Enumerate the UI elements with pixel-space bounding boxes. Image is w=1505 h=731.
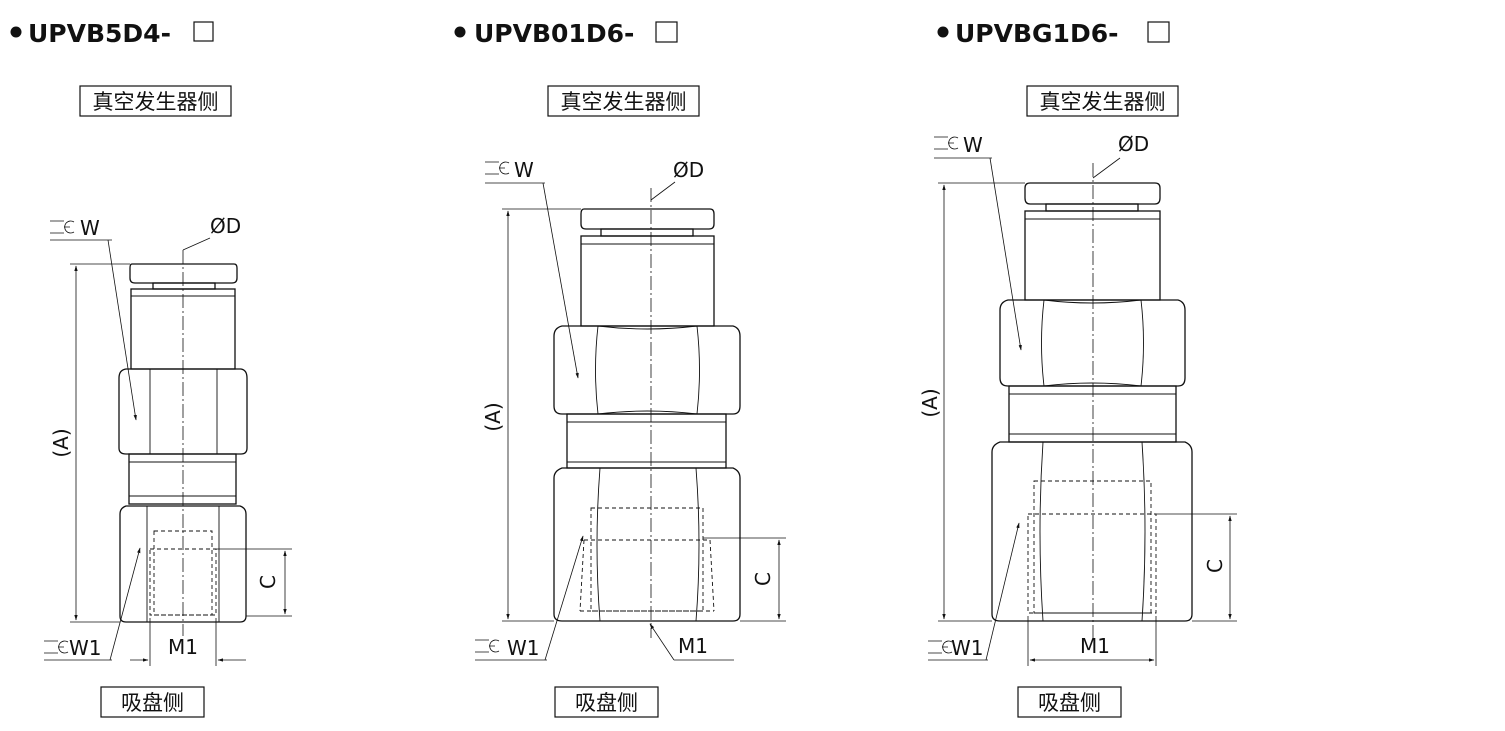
od-label: ØD <box>673 158 704 182</box>
thread-label: M1 <box>168 635 198 659</box>
w-label: W <box>80 216 100 240</box>
bullet-icon <box>454 26 466 38</box>
empty-box-icon <box>193 21 214 42</box>
hex-nut <box>553 325 741 415</box>
internal-thread <box>1033 480 1152 614</box>
lower-hex <box>553 467 741 622</box>
fitting-upvb5d4: UPVB5D4- 真空发生器侧 (A) C M1 <box>10 19 292 718</box>
od-label: ØD <box>1118 132 1149 156</box>
suction-cup-side-label <box>1017 686 1122 718</box>
hex-nut <box>999 299 1186 387</box>
thread-label: M1 <box>1080 634 1110 658</box>
internal-thread <box>590 507 704 612</box>
length-label: (A) <box>918 388 942 417</box>
collar-gap <box>600 228 694 237</box>
suction-cup-side-text: 吸盘侧 <box>1038 691 1101 715</box>
depth-label: C <box>751 572 775 586</box>
spanner-icon <box>485 161 510 175</box>
suction-cup-side-label <box>554 686 659 718</box>
vacuum-generator-side-label <box>1026 85 1179 117</box>
fitting-upvbg1d6: UPVBG1D6- 真空发生器侧 (A) C M1 W <box>918 19 1237 718</box>
spanner-icon <box>928 640 953 654</box>
length-label: (A) <box>49 428 73 457</box>
vacuum-generator-side-text: 真空发生器侧 <box>1040 90 1166 114</box>
empty-box-icon <box>1147 21 1170 43</box>
suction-cup-side-text: 吸盘侧 <box>121 691 184 715</box>
hex-nut <box>118 368 248 455</box>
thread-label: M1 <box>678 634 708 658</box>
upper-body <box>580 235 715 327</box>
bullet-icon <box>10 26 22 38</box>
fitting-upvb01d6: UPVB01D6- 真空发生器侧 (A) C M1 W Ø <box>454 19 786 718</box>
depth-label: C <box>1203 559 1227 573</box>
spanner-icon <box>934 136 959 150</box>
empty-box-icon <box>655 21 678 43</box>
od-label: ØD <box>210 214 241 238</box>
upper-body <box>1024 210 1161 301</box>
bullet-icon <box>937 26 949 38</box>
length-label: (A) <box>481 402 505 431</box>
collar-gap <box>152 282 216 290</box>
release-collar <box>129 263 238 284</box>
w1-label: W1 <box>507 636 540 660</box>
lower-hex <box>991 441 1193 622</box>
lower-hex <box>119 505 247 623</box>
depth-label: C <box>256 575 280 589</box>
vacuum-generator-side-label <box>547 85 700 117</box>
suction-cup-side-text: 吸盘侧 <box>575 691 638 715</box>
spanner-icon <box>50 220 75 234</box>
release-collar <box>580 208 715 230</box>
middle-body <box>128 453 237 505</box>
model-title: UPVBG1D6- <box>955 19 1118 48</box>
spanner-icon <box>44 640 69 654</box>
vacuum-generator-side-text: 真空发生器侧 <box>93 90 219 114</box>
w1-label: W1 <box>69 636 102 660</box>
suction-cup-side-label <box>100 686 205 718</box>
vacuum-generator-side-label <box>79 85 232 117</box>
vacuum-generator-side-text: 真空发生器侧 <box>561 90 687 114</box>
release-collar <box>1024 182 1161 205</box>
model-title: UPVB01D6- <box>474 19 634 48</box>
spanner-icon <box>475 639 500 653</box>
collar-gap <box>1045 203 1139 212</box>
w1-label: W1 <box>951 636 984 660</box>
w-label: W <box>963 133 983 157</box>
model-title: UPVB5D4- <box>28 19 171 48</box>
w-label: W <box>514 158 534 182</box>
